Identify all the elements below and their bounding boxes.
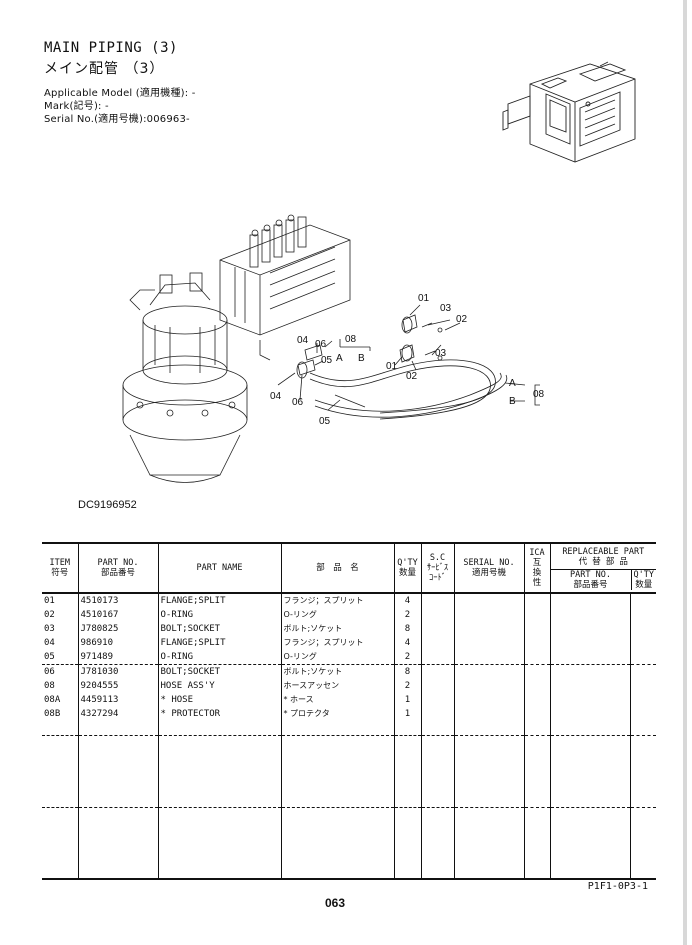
callout-a-upper: A (336, 353, 343, 364)
table-row-empty (42, 807, 657, 880)
cell-part-name-jp: O-リング (280, 608, 395, 622)
page-title-jp: メイン配管 （3） (44, 61, 165, 77)
cell-part-no: J780825 (77, 622, 159, 636)
table-row: 06 J781030 BOLT;SOCKET ボルト;ソケット 8 (42, 664, 657, 679)
cell-part-name-jp: フランジ；スプリット (280, 593, 395, 608)
cell-part-name-jp: ボルト;ソケット (280, 664, 395, 679)
callout-03-upper: 03 (440, 303, 452, 314)
cell-part-name: BOLT;SOCKET (157, 622, 282, 636)
cell-item: 04 (42, 636, 79, 650)
cell-part-name-jp: * プロテクタ (280, 707, 395, 721)
callout-a-right: A (509, 378, 516, 389)
cell-qty: 1 (393, 693, 422, 707)
cell-part-no: 4510173 (77, 593, 159, 608)
table-row: 08A 4459113 * HOSE * ホース 1 (42, 693, 657, 707)
cell-part-name: * PROTECTOR (157, 707, 282, 721)
mark: Mark(記号): - (44, 101, 109, 112)
cell-qty: 4 (393, 593, 422, 608)
cell-part-name-jp: フランジ；スプリット (280, 636, 395, 650)
cell-part-name-jp: ボルト;ソケット (280, 622, 395, 636)
excavator-thumbnail (502, 61, 636, 163)
col-replaceable-part: REPLACEABLE PART 代 替 部 品 PART NO.部品番号 Q'… (549, 542, 657, 594)
cell-item: 06 (42, 664, 79, 679)
cell-qty: 2 (393, 679, 422, 693)
callout-03-lower: 03 (435, 348, 447, 359)
cell-item: 08B (42, 707, 79, 721)
cell-part-name-jp: O-リング (280, 650, 395, 665)
col-part-name-jp: 部 品 名 (280, 542, 395, 594)
cell-part-no: 4459113 (77, 693, 159, 707)
cell-part-name: HOSE ASS'Y (157, 679, 282, 693)
cell-part-name-jp: ホースアッセン (280, 679, 395, 693)
cell-item: 08A (42, 693, 79, 707)
table-row: 08B 4327294 * PROTECTOR * プロテクタ 1 (42, 707, 657, 721)
table-row-empty (42, 735, 657, 808)
cell-part-name: FLANGE;SPLIT (157, 593, 282, 608)
table-row: 08 9204555 HOSE ASS'Y ホースアッセン 2 (42, 679, 657, 693)
callout-05-lower: 05 (319, 416, 331, 427)
table-row-empty (42, 721, 657, 736)
page-title: MAIN PIPING (3) (44, 40, 178, 56)
table-row: 03 J780825 BOLT;SOCKET ボルト;ソケット 8 (42, 622, 657, 636)
col-part-no: PART NO.部品番号 (77, 542, 159, 594)
cell-part-name: O-RING (157, 650, 282, 665)
cell-part-no: 4327294 (77, 707, 159, 721)
applicable-model: Applicable Model (適用機種): - (44, 88, 196, 99)
callout-06-upper: 06 (315, 339, 327, 350)
page-code: P1F1-0P3-1 (587, 881, 648, 892)
cell-item: 01 (42, 593, 79, 608)
page-number: 063 (325, 896, 346, 910)
cell-part-name: BOLT;SOCKET (157, 664, 282, 679)
callout-02-lower: 02 (406, 371, 418, 382)
table-row: 01 4510173 FLANGE;SPLIT フランジ；スプリット 4 (42, 593, 657, 608)
callout-08-upper: 08 (345, 334, 357, 345)
cell-qty: 2 (393, 650, 422, 665)
callout-08-right: 08 (533, 389, 545, 400)
callout-01-lower: 01 (386, 361, 398, 372)
cell-qty: 1 (393, 707, 422, 721)
cell-qty: 8 (393, 664, 422, 679)
callout-01-upper: 01 (418, 293, 430, 304)
callout-b-upper: B (358, 353, 365, 364)
cell-part-no: J781030 (77, 664, 159, 679)
col-part-name: PART NAME (157, 542, 282, 594)
callout-04-upper: 04 (297, 335, 309, 346)
callout-06-lower: 06 (292, 397, 304, 408)
cell-item: 02 (42, 608, 79, 622)
callout-02-upper: 02 (456, 314, 468, 325)
col-serial-no: SERIAL NO.適用号機 (453, 542, 525, 594)
cell-item: 05 (42, 650, 79, 665)
cell-item: 03 (42, 622, 79, 636)
cell-part-no: 971489 (77, 650, 159, 665)
table-row: 04 986910 FLANGE;SPLIT フランジ；スプリット 4 (42, 636, 657, 650)
serial-number: Serial No.(適用号機):006963- (44, 114, 190, 125)
piping-diagram: 01 03 02 08 04 06 05 A B 01 02 03 04 06 … (122, 214, 545, 483)
callout-04-lower: 04 (270, 391, 282, 402)
table-row: 05 971489 O-RING O-リング 2 (42, 650, 657, 665)
cell-qty: 2 (393, 608, 422, 622)
cell-qty: 8 (393, 622, 422, 636)
cell-item: 08 (42, 679, 79, 693)
callout-05-upper: 05 (321, 355, 333, 366)
cell-part-no: 4510167 (77, 608, 159, 622)
cell-part-name: * HOSE (157, 693, 282, 707)
cell-part-no: 986910 (77, 636, 159, 650)
cell-part-no: 9204555 (77, 679, 159, 693)
table-row: 02 4510167 O-RING O-リング 2 (42, 608, 657, 622)
cell-part-name: O-RING (157, 608, 282, 622)
callout-b-right: B (509, 396, 516, 407)
cell-part-name: FLANGE;SPLIT (157, 636, 282, 650)
cell-part-name-jp: * ホース (280, 693, 395, 707)
cell-qty: 4 (393, 636, 422, 650)
figure-code: DC9196952 (78, 499, 137, 511)
